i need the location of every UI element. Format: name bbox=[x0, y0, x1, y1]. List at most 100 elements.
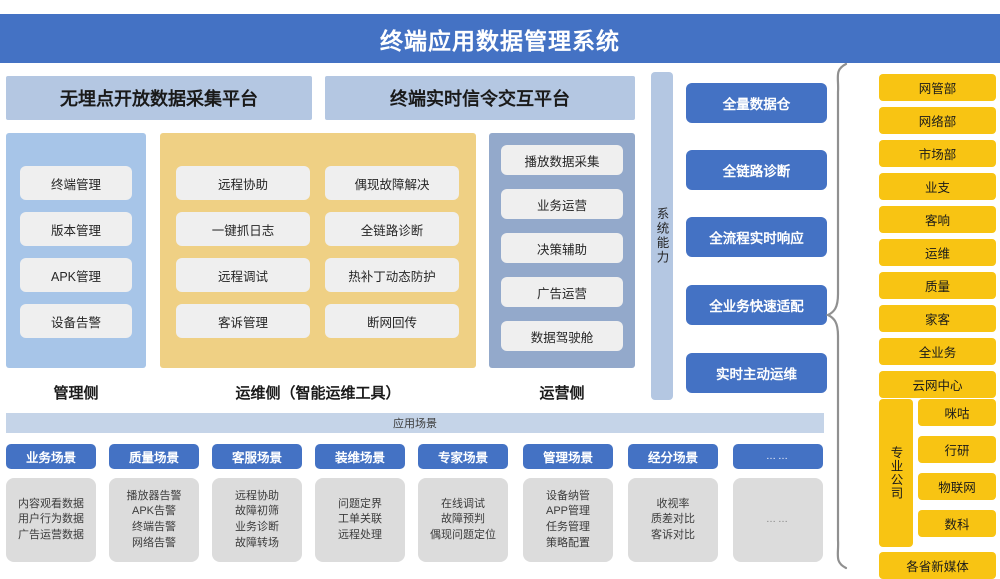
dept-sub-item-2: 行研 bbox=[918, 436, 996, 463]
dept-item-5: 客响 bbox=[879, 206, 996, 233]
chip-ops-b1: 偶现故障解决 bbox=[325, 166, 459, 200]
chip-business-2: 业务运营 bbox=[501, 189, 623, 219]
scenario-body-business: 内容观看数据 用户行为数据 广告运营数据 bbox=[6, 478, 96, 562]
scenario-line: 远程处理 bbox=[338, 528, 382, 541]
scenario-column-customer-service: 客服场景 远程协助 故障初筛 业务诊断 故障转场 bbox=[212, 444, 302, 562]
platform-banner-signaling-label: 终端实时信令交互平台 bbox=[390, 89, 570, 109]
dept-item-2: 网络部 bbox=[879, 107, 996, 134]
panel-operations-side: 远程协助 一键抓日志 远程调试 客诉管理 偶现故障解决 全链路诊断 热补丁动态防… bbox=[160, 133, 476, 368]
dept-sub-item-1: 咪咕 bbox=[918, 399, 996, 426]
scenario-line: 收视率 bbox=[656, 497, 690, 510]
dept-item-10: 云网中心 bbox=[879, 371, 996, 398]
scenario-line: 策略配置 bbox=[546, 536, 590, 549]
scenario-title-customer-service[interactable]: 客服场景 bbox=[212, 444, 302, 469]
dept-item-6: 运维 bbox=[879, 239, 996, 266]
scenario-line: …… bbox=[766, 513, 790, 525]
capability-box-4: 全业务快速适配 bbox=[686, 285, 827, 325]
scenario-line: 用户行为数据 bbox=[18, 513, 84, 526]
scenario-line: 质差对比 bbox=[651, 513, 695, 526]
dept-item-provincial-media: 各省新媒体 bbox=[879, 552, 996, 579]
dept-item-8: 家客 bbox=[879, 305, 996, 332]
scenario-body-customer-service: 远程协助 故障初筛 业务诊断 故障转场 bbox=[212, 478, 302, 562]
scenario-line: 故障预判 bbox=[441, 513, 485, 526]
system-capability-label: 系统能力 bbox=[654, 207, 669, 265]
scenario-line: 设备纳管 bbox=[546, 489, 590, 502]
scenario-column-business: 业务场景 内容观看数据 用户行为数据 广告运营数据 bbox=[6, 444, 96, 562]
scenario-column-management: 管理场景 设备纳管 APP管理 任务管理 策略配置 bbox=[523, 444, 613, 562]
scenario-line: APP管理 bbox=[545, 505, 590, 518]
scenario-line: 内容观看数据 bbox=[18, 497, 84, 510]
chip-business-4: 广告运营 bbox=[501, 277, 623, 307]
chip-ops-a3: 远程调试 bbox=[176, 258, 310, 292]
caption-management-side: 管理侧 bbox=[53, 384, 99, 402]
capability-box-5: 实时主动运维 bbox=[686, 353, 827, 393]
page-title: 终端应用数据管理系统 bbox=[380, 27, 620, 54]
platform-banner-signaling: 终端实时信令交互平台 bbox=[325, 76, 635, 120]
dept-group-special-company-label: 专业公司 bbox=[888, 446, 903, 500]
chip-business-3: 决策辅助 bbox=[501, 233, 623, 263]
scenario-line: 网络告警 bbox=[132, 536, 176, 549]
scenario-line: 广告运营数据 bbox=[18, 528, 84, 541]
chip-management-2: 版本管理 bbox=[20, 212, 132, 246]
scenario-title-management[interactable]: 管理场景 bbox=[523, 444, 613, 469]
dept-item-4: 业支 bbox=[879, 173, 996, 200]
application-scenarios-label: 应用场景 bbox=[393, 418, 437, 430]
scenario-body-analytics: 收视率 质差对比 客诉对比 bbox=[628, 478, 718, 562]
chip-ops-b4: 断网回传 bbox=[325, 304, 459, 338]
system-capability-bar: 系统能力 bbox=[651, 72, 673, 400]
scenario-title-analytics[interactable]: 经分场景 bbox=[628, 444, 718, 469]
scenario-title-more[interactable]: …… bbox=[733, 444, 823, 469]
chip-business-5: 数据驾驶舱 bbox=[501, 321, 623, 351]
scenario-title-installation[interactable]: 装维场景 bbox=[315, 444, 405, 469]
scenario-line: 终端告警 bbox=[132, 521, 176, 533]
chip-management-3: APK管理 bbox=[20, 258, 132, 292]
chip-ops-b2: 全链路诊断 bbox=[325, 212, 459, 246]
scenario-body-management: 设备纳管 APP管理 任务管理 策略配置 bbox=[523, 478, 613, 562]
capability-box-1: 全量数据仓 bbox=[686, 83, 827, 123]
panel-management-side: 终端管理 版本管理 APK管理 设备告警 bbox=[6, 133, 146, 368]
scenario-title-business[interactable]: 业务场景 bbox=[6, 444, 96, 469]
scenario-line: 任务管理 bbox=[546, 521, 590, 533]
dept-item-3: 市场部 bbox=[879, 140, 996, 167]
scenario-line: 业务诊断 bbox=[235, 521, 279, 533]
scenario-line: 客诉对比 bbox=[651, 528, 695, 541]
chip-business-1: 播放数据采集 bbox=[501, 145, 623, 175]
application-scenarios-banner: 应用场景 bbox=[6, 413, 824, 433]
chip-management-1: 终端管理 bbox=[20, 166, 132, 200]
dept-item-9: 全业务 bbox=[879, 338, 996, 365]
chip-ops-a4: 客诉管理 bbox=[176, 304, 310, 338]
scenario-body-quality: 播放器告警 APK告警 终端告警 网络告警 bbox=[109, 478, 199, 562]
dept-item-7: 质量 bbox=[879, 272, 996, 299]
scenario-line: 在线调试 bbox=[441, 497, 485, 510]
scenario-line: 偶现问题定位 bbox=[430, 528, 496, 541]
scenario-line: 故障初筛 bbox=[235, 505, 279, 518]
capability-box-2: 全链路诊断 bbox=[686, 150, 827, 190]
dept-sub-item-4: 数科 bbox=[918, 510, 996, 537]
chip-ops-a2: 一键抓日志 bbox=[176, 212, 310, 246]
scenario-column-analytics: 经分场景 收视率 质差对比 客诉对比 bbox=[628, 444, 718, 562]
chip-ops-a1: 远程协助 bbox=[176, 166, 310, 200]
scenario-title-quality[interactable]: 质量场景 bbox=[109, 444, 199, 469]
curly-brace-icon bbox=[826, 62, 848, 570]
scenario-title-expert[interactable]: 专家场景 bbox=[418, 444, 508, 469]
platform-banner-collection-label: 无埋点开放数据采集平台 bbox=[60, 89, 258, 109]
scenario-column-expert: 专家场景 在线调试 故障预判 偶现问题定位 bbox=[418, 444, 508, 562]
scenario-column-installation: 装维场景 问题定界 工单关联 远程处理 bbox=[315, 444, 405, 562]
dept-sub-item-3: 物联网 bbox=[918, 473, 996, 500]
chip-management-4: 设备告警 bbox=[20, 304, 132, 338]
scenario-line: APK告警 bbox=[131, 505, 176, 518]
scenario-line: 故障转场 bbox=[235, 536, 279, 549]
page-title-bar: 终端应用数据管理系统 bbox=[0, 14, 1000, 63]
caption-business-side: 运营侧 bbox=[539, 384, 585, 402]
panel-business-side: 播放数据采集 业务运营 决策辅助 广告运营 数据驾驶舱 bbox=[489, 133, 635, 368]
scenario-line: 问题定界 bbox=[338, 497, 382, 510]
dept-group-special-company: 专业公司 bbox=[879, 399, 913, 547]
scenario-column-more: …… …… bbox=[733, 444, 823, 562]
scenario-body-installation: 问题定界 工单关联 远程处理 bbox=[315, 478, 405, 562]
scenario-body-expert: 在线调试 故障预判 偶现问题定位 bbox=[418, 478, 508, 562]
dept-item-1: 网管部 bbox=[879, 74, 996, 101]
scenario-line: 播放器告警 bbox=[126, 489, 182, 502]
chip-ops-b3: 热补丁动态防护 bbox=[325, 258, 459, 292]
scenario-line: 工单关联 bbox=[338, 513, 382, 526]
